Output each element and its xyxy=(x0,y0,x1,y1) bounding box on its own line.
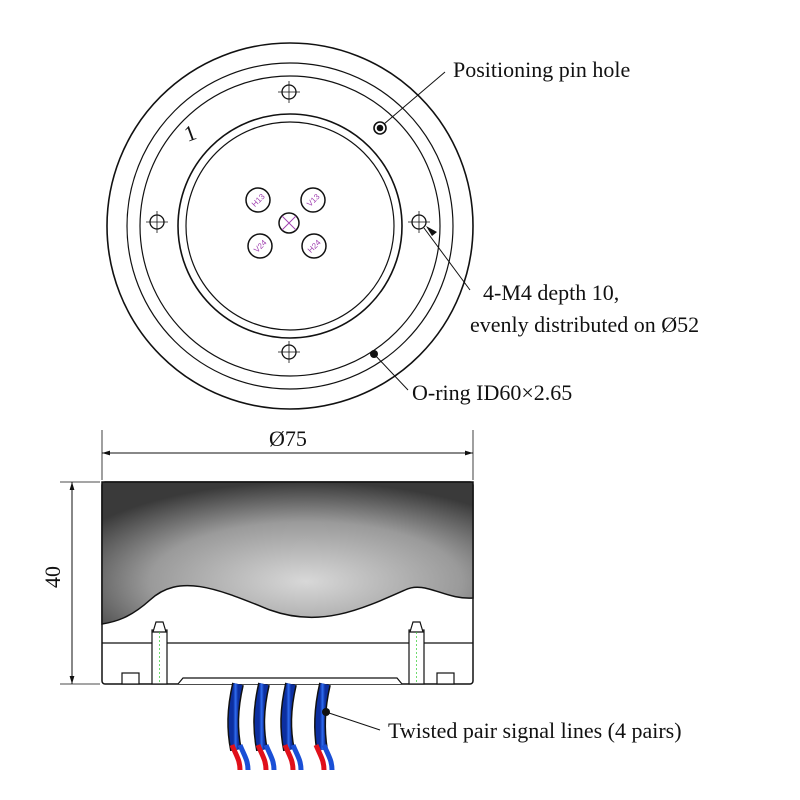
leader-cables xyxy=(325,711,381,731)
diameter-label: Ø75 xyxy=(269,426,307,451)
cable-pair xyxy=(313,682,335,771)
cable-pair xyxy=(253,682,277,771)
body-shell xyxy=(101,481,474,625)
pin-label: V13 xyxy=(305,192,322,209)
cable-pair xyxy=(227,682,251,771)
leader-pin-hole xyxy=(383,71,446,125)
o-ring-groove xyxy=(139,75,441,377)
inner-face-outer xyxy=(177,113,403,339)
callout-threaded-1: 4-M4 depth 10, xyxy=(483,280,619,305)
pin-label: H13 xyxy=(250,192,267,209)
inner-face xyxy=(185,121,395,331)
signal-cables xyxy=(227,682,335,771)
mounting-holes xyxy=(146,81,430,363)
outer-rim xyxy=(106,42,474,410)
height-label: 40 xyxy=(40,566,65,588)
callout-o-ring: O-ring ID60×2.65 xyxy=(412,380,572,405)
callout-pin-hole: Positioning pin hole xyxy=(453,57,630,82)
pin-label: H24 xyxy=(306,238,323,255)
pin-label: V24 xyxy=(252,238,269,255)
leader-o-ring xyxy=(373,353,409,391)
side-view xyxy=(60,430,474,771)
cable-pair xyxy=(280,682,304,771)
flange-circle xyxy=(126,62,454,390)
connector-pins xyxy=(245,187,327,259)
bolts xyxy=(121,621,455,685)
callout-threaded-2: evenly distributed on Ø52 xyxy=(470,312,699,337)
callout-cables: Twisted pair signal lines (4 pairs) xyxy=(388,718,682,743)
positioning-pin-hole xyxy=(373,121,387,135)
marker-number: 1 xyxy=(181,119,200,146)
top-view xyxy=(106,42,474,410)
leader-threaded xyxy=(423,227,471,291)
